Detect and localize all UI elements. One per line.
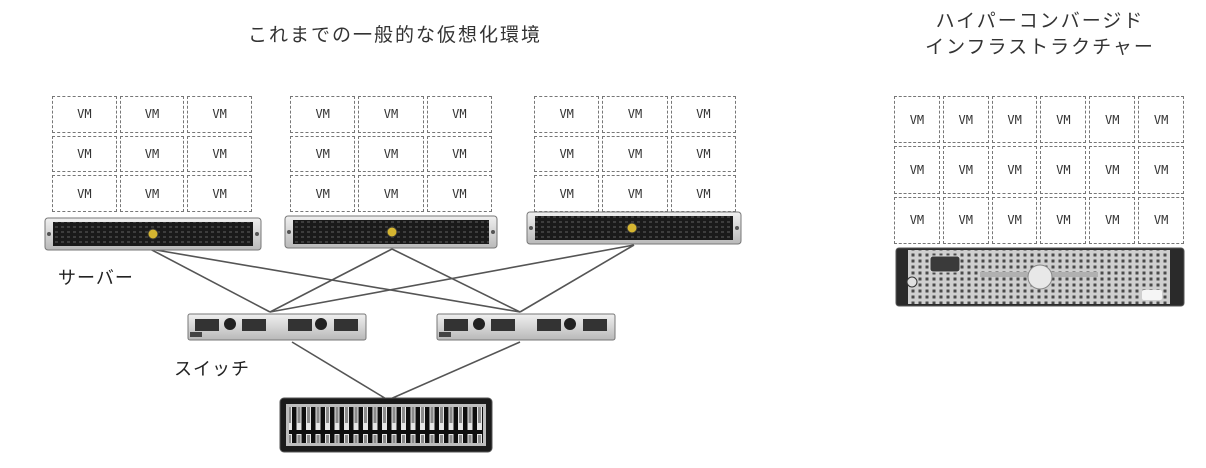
rack-server-2	[284, 215, 498, 249]
vm-box: VM	[290, 135, 356, 173]
vm-box: VM	[290, 175, 356, 212]
vm-box: VM	[290, 96, 356, 133]
vm-box: VM	[534, 175, 600, 212]
cable	[391, 248, 521, 313]
cable	[269, 248, 393, 313]
vm-box: VM	[670, 175, 736, 212]
vm-box: VM	[426, 175, 492, 212]
vm-box: VM	[602, 175, 668, 212]
vm-box: VM	[670, 96, 736, 133]
vm-box: VM	[1138, 96, 1184, 144]
vm-box: VM	[358, 135, 424, 173]
hci-title-line1: ハイパーコンバージド	[935, 10, 1145, 32]
vm-box: VM	[1089, 196, 1136, 244]
vm-box: VM	[894, 96, 940, 144]
network-cables	[149, 244, 635, 401]
traditional-title: これまでの一般的な仮想化環境	[247, 24, 542, 46]
switch-label: スイッチ	[174, 359, 250, 380]
cable	[149, 248, 271, 313]
vm-box: VM	[426, 135, 492, 173]
hci-title-line2: インフラストラクチャー	[925, 36, 1155, 58]
cable	[149, 248, 521, 313]
vm-box: VM	[52, 96, 117, 133]
cable	[519, 244, 635, 313]
network-switch-1	[187, 313, 367, 341]
storage-array	[279, 397, 493, 453]
vm-box: VM	[52, 135, 117, 173]
vm-box: VM	[534, 135, 600, 173]
vm-box: VM	[1138, 196, 1184, 244]
network-switch-2	[436, 313, 616, 341]
vm-box: VM	[894, 196, 940, 244]
rack-server-3	[526, 211, 742, 245]
vm-box: VM	[991, 96, 1038, 144]
vm-box: VM	[119, 135, 185, 173]
vm-box: VM	[1089, 96, 1136, 144]
vm-box: VM	[534, 96, 600, 133]
vm-box: VM	[358, 175, 424, 212]
vm-box: VM	[187, 135, 252, 173]
vm-box: VM	[670, 135, 736, 173]
vm-box: VM	[991, 196, 1038, 244]
vm-box: VM	[991, 146, 1038, 194]
vm-box: VM	[119, 96, 185, 133]
hci-appliance	[895, 247, 1185, 307]
vm-box: VM	[426, 96, 492, 133]
vm-box: VM	[1089, 146, 1136, 194]
vm-box: VM	[942, 196, 989, 244]
vm-box: VM	[1138, 146, 1184, 194]
vm-box: VM	[358, 96, 424, 133]
vm-box: VM	[602, 96, 668, 133]
vm-box: VM	[1040, 96, 1087, 144]
cable	[387, 341, 521, 401]
vm-box: VM	[894, 146, 940, 194]
cable	[291, 341, 389, 401]
vm-box: VM	[187, 175, 252, 212]
vm-box: VM	[1040, 196, 1087, 244]
cable	[269, 244, 635, 313]
vm-box: VM	[1040, 146, 1087, 194]
rack-server-1	[44, 217, 262, 251]
hci-title: ハイパーコンバージド インフラストラクチャー	[880, 8, 1200, 60]
vm-box: VM	[602, 135, 668, 173]
server-label: サーバー	[58, 268, 134, 289]
vm-box: VM	[187, 96, 252, 133]
vm-box: VM	[52, 175, 117, 212]
vm-box: VM	[119, 175, 185, 212]
vm-box: VM	[942, 146, 989, 194]
vm-box: VM	[942, 96, 989, 144]
